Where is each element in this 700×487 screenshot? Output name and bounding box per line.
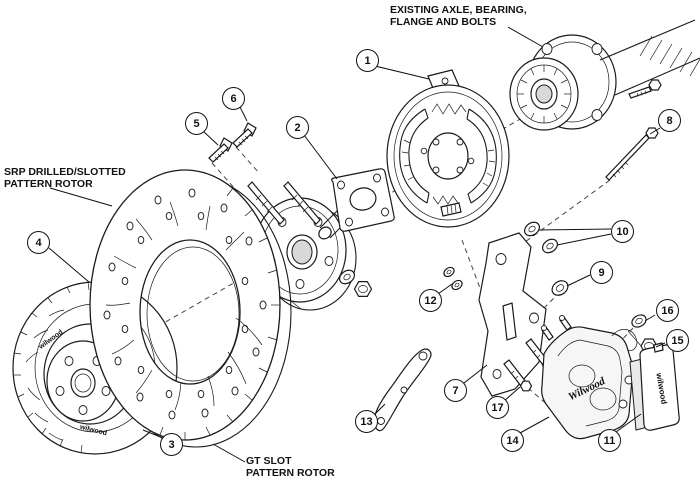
washer-9 — [551, 280, 569, 296]
rotor-slots — [105, 201, 263, 411]
callout-11: 11 — [598, 429, 621, 452]
axle-assembly — [509, 19, 700, 131]
label-srp-rotor: SRP DRILLED/SLOTTED PATTERN ROTOR — [4, 166, 126, 191]
callout-13: 13 — [355, 410, 378, 433]
washers-12 — [443, 266, 463, 291]
parking-brake-backing-plate — [386, 69, 510, 228]
callout-5: 5 — [185, 112, 208, 135]
label-existing-axle-line1: EXISTING AXLE, BEARING, — [390, 4, 527, 16]
brake-caliper: Wilwood — [541, 315, 638, 440]
callout-2: 2 — [286, 116, 309, 139]
label-gt-rotor-line1: GT SLOT — [246, 455, 292, 467]
label-leader-lines — [49, 26, 544, 463]
label-gt-rotor: GT SLOT PATTERN ROTOR — [246, 455, 335, 480]
callout-4: 4 — [27, 231, 50, 254]
label-gt-rotor-line2: PATTERN ROTOR — [246, 467, 335, 480]
axle-bearing — [509, 57, 579, 131]
parking-brake-lever — [373, 348, 432, 432]
label-existing-axle: EXISTING AXLE, BEARING, FLANGE AND BOLTS — [390, 4, 527, 29]
brake-shoes — [399, 108, 497, 204]
callout-10: 10 — [611, 220, 634, 243]
label-srp-rotor-line1: SRP DRILLED/SLOTTED — [4, 166, 126, 178]
brake-pad: wilwood — [629, 342, 680, 431]
washer-16 — [627, 314, 647, 348]
label-existing-axle-line2: FLANGE AND BOLTS — [390, 16, 497, 29]
srp-drilled-slotted-rotor — [89, 169, 292, 448]
hat-bolt-5 — [208, 137, 233, 163]
mounting-bolt-8 — [605, 127, 659, 181]
callout-12: 12 — [419, 289, 442, 312]
callout-6: 6 — [222, 87, 245, 110]
callout-leader-lines — [48, 65, 666, 439]
spindle-washer-nut — [338, 269, 373, 297]
drilled-holes — [103, 188, 267, 420]
callout-9: 9 — [590, 261, 613, 284]
callout-17: 17 — [486, 396, 509, 419]
axle-flange-gasket — [318, 168, 395, 240]
washers-10 — [523, 221, 559, 254]
flange-bolt — [628, 79, 662, 99]
callout-8: 8 — [658, 109, 681, 132]
hat-bolt-6 — [232, 122, 257, 148]
callout-1: 1 — [356, 49, 379, 72]
callout-7: 7 — [444, 379, 467, 402]
callout-16: 16 — [656, 299, 679, 322]
label-srp-rotor-line2: PATTERN ROTOR — [4, 178, 93, 191]
callout-3: 3 — [160, 433, 183, 456]
callout-14: 14 — [501, 429, 524, 452]
callout-15: 15 — [666, 329, 689, 352]
